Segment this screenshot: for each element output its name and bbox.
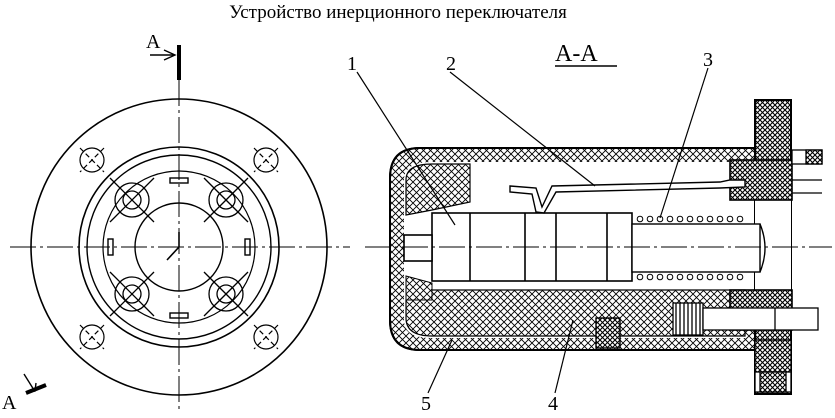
spring-rod (631, 223, 766, 273)
view-marker-top: А (146, 31, 161, 53)
body-inner-circle (86, 154, 272, 340)
figure-title: Устройство инерционного переключателя (229, 2, 567, 23)
callout-2: 2 (446, 53, 456, 75)
slots (107, 177, 251, 319)
bottom-bolt (672, 302, 819, 393)
callout-3: 3 (703, 49, 713, 71)
spring-coils (636, 215, 744, 281)
center-pointer (166, 246, 180, 261)
flange-bolt-holes (79, 147, 279, 350)
arrow-top-icon (163, 49, 177, 61)
contact-block (595, 317, 621, 349)
contact-leaf (509, 179, 746, 214)
callout-4: 4 (548, 393, 558, 413)
central-bore-circle (134, 202, 224, 292)
top-screw (791, 149, 823, 194)
leader-lines (356, 67, 709, 394)
inner-screws (109, 177, 249, 317)
callout-1: 1 (347, 53, 357, 75)
view-marker-bottom: А (2, 392, 17, 413)
callout-5: 5 (421, 393, 431, 413)
inner-bore-circle (102, 170, 256, 324)
section-view (356, 65, 832, 395)
section-label: А-А (555, 41, 598, 67)
arrow-bottom-icon (27, 382, 37, 393)
body-outer-circle (78, 146, 280, 348)
outer-flange-circle (30, 98, 328, 396)
front-view (10, 45, 350, 410)
